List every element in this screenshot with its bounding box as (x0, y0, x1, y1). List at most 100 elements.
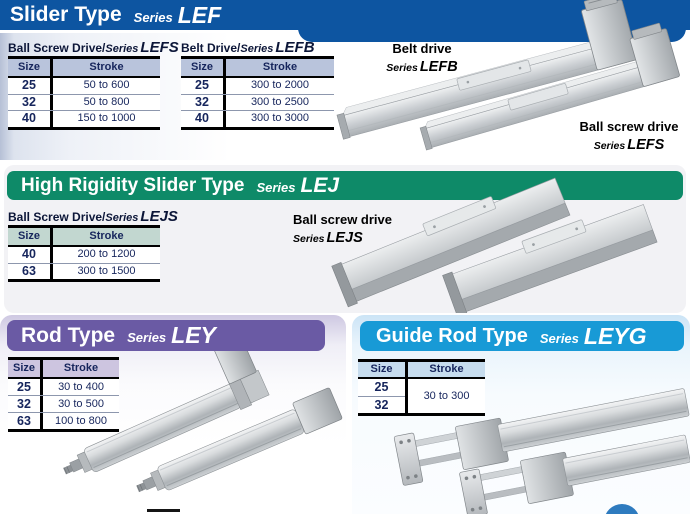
table-row: 25 30 to 400 (8, 379, 119, 396)
size-cell: 32 (8, 396, 43, 412)
stroke-cell: 100 to 800 (55, 415, 107, 427)
size-cell: 40 (181, 111, 226, 127)
stroke-column-header: Stroke (63, 362, 99, 374)
series-name: LEJS (326, 229, 363, 246)
ley-products-image (63, 330, 343, 493)
table-row: 40 300 to 3000 (181, 111, 334, 127)
stroke-cell: 300 to 2000 (250, 79, 310, 91)
table-header-row: Size Stroke (8, 228, 160, 247)
size-cell: 25 (8, 78, 53, 94)
size-column-header: Size (8, 59, 53, 76)
lefs-drive-label: Ball Screw Drive/ (8, 41, 106, 55)
lef-series-word: Series (133, 9, 173, 25)
table-row: 32 30 to 500 (8, 396, 119, 413)
table-row: 63 300 to 1500 (8, 263, 160, 279)
leyg-stroke-table: Size 25 32 Stroke 30 to 300 (358, 359, 485, 416)
size-cell: 63 (8, 413, 43, 429)
size-column: Size 25 32 (358, 362, 408, 413)
stroke-cell: 50 to 800 (83, 95, 130, 108)
stroke-cell: 200 to 1200 (77, 248, 136, 260)
stroke-cell: 50 to 600 (83, 79, 130, 91)
size-cell: 32 (8, 94, 53, 110)
size-column-header: Size (8, 360, 43, 377)
size-cell: 40 (8, 247, 53, 263)
lejs-short-rail-actuator (442, 204, 658, 313)
lefb-drive-label: Belt Drive/ (181, 41, 241, 55)
stroke-cell: 30 to 500 (58, 398, 104, 410)
footer-logo-circle-fragment (604, 504, 640, 514)
lejs-series-name: LEJS (140, 208, 178, 225)
stroke-cell: 300 to 2500 (250, 95, 310, 108)
lefs-series-word: Series (105, 43, 139, 55)
table-row: 40 150 to 1000 (8, 111, 160, 127)
stroke-cell: 300 to 3000 (250, 112, 310, 124)
rod-actuator-inline (136, 387, 343, 493)
stroke-column-header: Stroke (89, 61, 124, 73)
stroke-column: Stroke 30 to 300 (408, 362, 485, 413)
belt-drive-name: Belt drive (392, 41, 452, 56)
ley-section-header: Rod Type Series LEY (7, 320, 325, 351)
lef-section-header: Slider Type Series LEF (0, 0, 690, 30)
table-row: 25 300 to 2000 (181, 78, 334, 95)
size-cell: 25 (8, 379, 43, 395)
leyg-section-title: Guide Rod Type (376, 324, 528, 347)
stroke-column-header: Stroke (262, 61, 298, 73)
stroke-merged-cell: 30 to 300 (423, 390, 470, 402)
lej-series-name: LEJ (300, 173, 340, 197)
size-cell: 32 (358, 395, 405, 414)
lej-series-word: Series (256, 180, 296, 195)
lef-products-image (336, 0, 680, 151)
belt-drive-actuator (336, 0, 638, 140)
ley-series-word: Series (127, 330, 167, 345)
series-word: Series (593, 139, 626, 152)
guide-rod-actuator-lower (459, 434, 690, 514)
lejs-product-name: Ball screw drive (293, 212, 392, 227)
leyg-section-header: Guide Rod Type Series LEYG (360, 321, 684, 351)
size-column-header: Size (8, 228, 53, 245)
table-header-row: Size Stroke (181, 59, 334, 78)
size-cell: 25 (374, 380, 389, 394)
lejs-stroke-table: Size Stroke 40 200 to 1200 63 300 to 150… (8, 225, 160, 282)
lejs-long-rail-actuator (331, 177, 571, 308)
size-cell: 32 (181, 94, 226, 110)
stroke-cell: 150 to 1000 (77, 112, 136, 124)
table-row: 63 100 to 800 (8, 413, 119, 429)
series-name: LEFS (627, 136, 665, 153)
ley-series-name: LEY (171, 322, 216, 348)
table-row: 32 300 to 2500 (181, 94, 334, 111)
size-cell: 40 (8, 111, 53, 127)
lej-section-title: High Rigidity Slider Type (21, 174, 245, 196)
footer-rule-fragment (147, 509, 180, 512)
lef-series-name: LEF (177, 1, 222, 28)
leyg-series-name: LEYG (583, 322, 647, 349)
series-word: Series (293, 232, 325, 245)
lef-section-title: Slider Type (10, 3, 122, 26)
size-column-header: Size (358, 362, 405, 379)
lefb-series-word: Series (240, 43, 274, 55)
guide-rod-actuator-upper (393, 388, 690, 486)
lejs-series-word: Series (105, 212, 139, 224)
series-name: LEFB (419, 58, 458, 75)
lefs-stroke-table: Size Stroke 25 50 to 600 32 50 to 800 40… (8, 56, 160, 130)
leyg-products-image (393, 388, 690, 514)
size-cell: 25 (181, 78, 226, 94)
size-cell: 63 (8, 263, 53, 279)
table-row: 40 200 to 1200 (8, 247, 160, 264)
table-row: 32 50 to 800 (8, 94, 160, 111)
table-header-row: Size Stroke (8, 59, 160, 78)
lej-products-image (331, 177, 658, 313)
stroke-cell: 30 to 400 (58, 381, 104, 393)
stroke-column-header: Stroke (89, 230, 124, 242)
lefb-series-name: LEFB (275, 39, 315, 56)
lej-section-header: High Rigidity Slider Type Series LEJ (7, 171, 683, 200)
ball-screw-drive-name: Ball screw drive (579, 119, 679, 134)
table-row: 25 50 to 600 (8, 78, 160, 95)
lejs-drive-label: Ball Screw Drive/ (8, 210, 106, 224)
ley-section-title: Rod Type (21, 323, 116, 347)
